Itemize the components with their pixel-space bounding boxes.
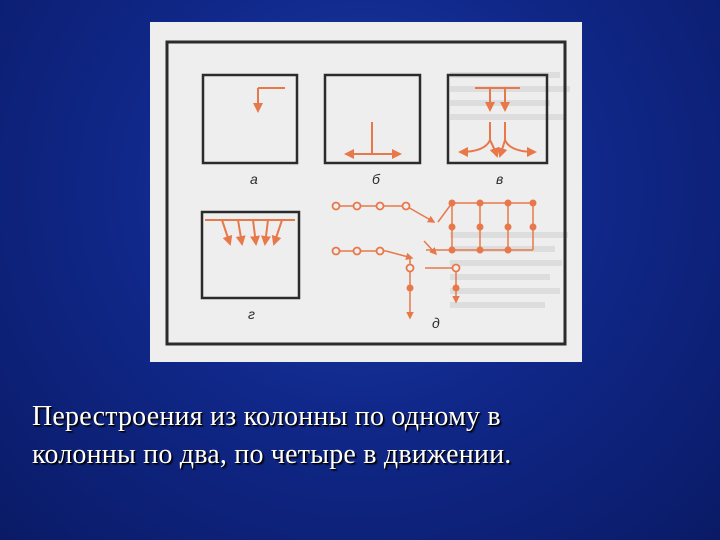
panel-d: д	[331, 199, 537, 331]
caption-line-2: колонны по два, по четыре в движении.	[32, 439, 512, 470]
outer-frame	[165, 40, 567, 346]
label-b: б	[372, 171, 381, 187]
background-texture	[450, 72, 570, 308]
label-v: в	[496, 171, 503, 187]
label-d: д	[432, 315, 440, 331]
panel-v: в	[446, 73, 549, 187]
panel-g: г	[200, 210, 301, 322]
slide-caption: Перестроения из колонны по одному в коло…	[32, 398, 692, 474]
panel-b: б	[323, 73, 422, 187]
panel-a: а	[201, 73, 299, 187]
formation-diagram: а б в	[150, 22, 582, 362]
caption-line-1: Перестроения из колонны по одному в	[32, 401, 501, 432]
label-a: а	[250, 171, 258, 187]
label-g: г	[248, 306, 255, 322]
